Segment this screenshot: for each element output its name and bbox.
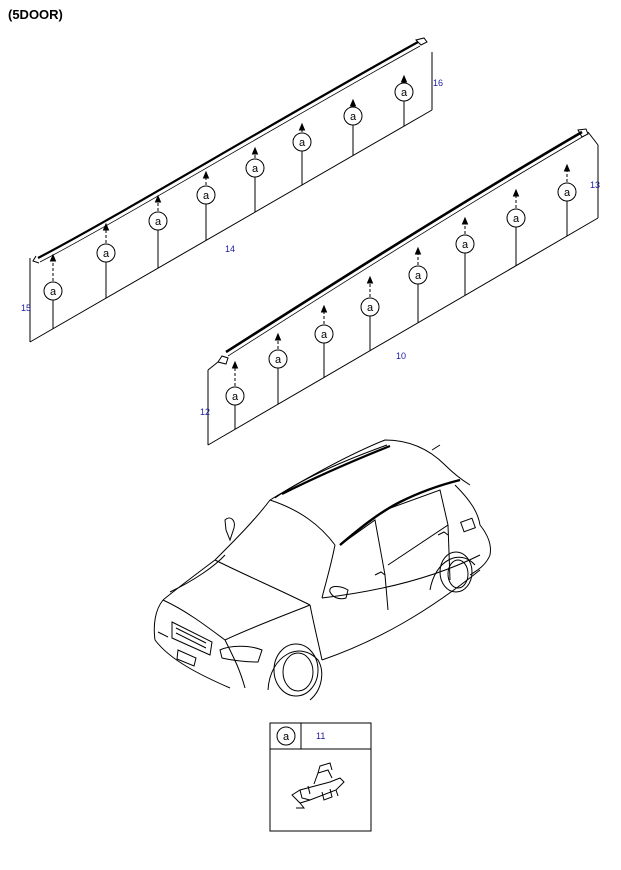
upper-clip-letter-1: a	[50, 286, 57, 298]
legend-clip-marker-letter: a	[283, 731, 290, 743]
upper-clip-letter-8: a	[401, 87, 408, 99]
lower-roof-moulding	[207, 128, 599, 446]
upper-clip-7: a	[343, 98, 363, 156]
upper-clip-2: a	[96, 222, 116, 299]
upper-clip-set: a a a a a a a a	[43, 74, 414, 329]
lower-clip-8: a	[557, 163, 577, 237]
callout-11: 11	[316, 731, 325, 741]
upper-clip-8: a	[394, 74, 414, 127]
lower-clip-1: a	[225, 360, 245, 430]
diagram-title: (5DOOR)	[8, 7, 63, 22]
lower-clip-5: a	[408, 246, 428, 323]
upper-clip-5: a	[245, 146, 265, 213]
car-illustration	[153, 439, 491, 701]
upper-clip-letter-7: a	[350, 111, 357, 123]
lower-clip-set: a a a a a a a a	[225, 163, 577, 430]
lower-clip-letter-3: a	[321, 329, 328, 341]
lower-clip-letter-7: a	[513, 213, 520, 225]
upper-clip-6: a	[292, 122, 312, 186]
legend-clip-marker-circle	[276, 726, 296, 746]
lower-clip-letter-1: a	[232, 391, 239, 403]
lower-clip-letter-4: a	[367, 302, 374, 314]
upper-clip-4: a	[196, 170, 216, 241]
clip-part-drawing	[291, 762, 345, 809]
upper-clip-letter-2: a	[103, 248, 110, 260]
lower-clip-3: a	[314, 304, 334, 378]
callout-16: 16	[433, 78, 443, 88]
lower-clip-4: a	[360, 275, 380, 351]
upper-roof-moulding	[29, 37, 433, 343]
lower-clip-letter-6: a	[462, 239, 469, 251]
callout-10: 10	[396, 351, 406, 361]
callout-12: 12	[200, 407, 210, 417]
lower-clip-7: a	[506, 188, 526, 266]
lower-clip-letter-2: a	[275, 354, 282, 366]
upper-clip-1: a	[43, 253, 63, 329]
upper-clip-letter-6: a	[299, 137, 306, 149]
lower-clip-2: a	[268, 332, 288, 405]
lower-clip-letter-5: a	[415, 270, 422, 282]
upper-clip-letter-3: a	[155, 216, 162, 228]
callout-15: 15	[21, 303, 31, 313]
upper-clip-letter-4: a	[203, 190, 210, 202]
lower-clip-letter-8: a	[564, 187, 571, 199]
callout-14: 14	[225, 244, 235, 254]
upper-clip-letter-5: a	[252, 163, 259, 175]
legend-box	[269, 722, 372, 832]
upper-clip-3: a	[148, 194, 168, 269]
lower-clip-6: a	[455, 216, 475, 296]
callout-13: 13	[590, 180, 600, 190]
